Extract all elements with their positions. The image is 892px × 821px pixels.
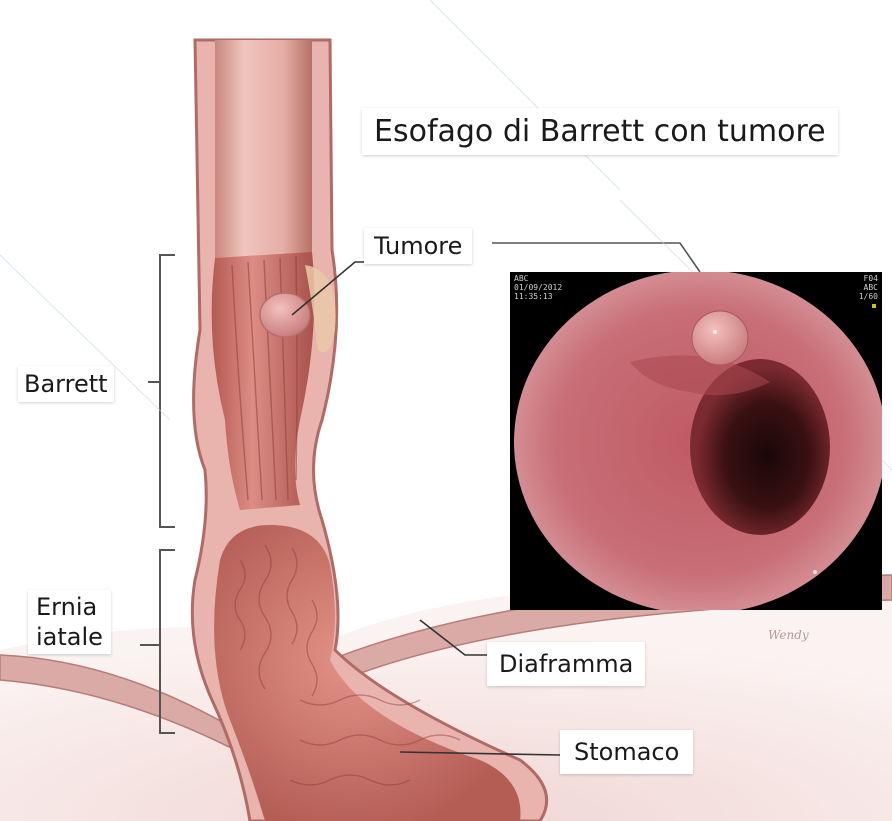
- endoscopy-view: [510, 272, 882, 610]
- normal-esophagus: [215, 40, 312, 260]
- mucosa-highlight: [813, 570, 817, 574]
- endoscopy-info-left: ABC 01/09/2012 11:35:13: [514, 274, 562, 301]
- osd-left-line1: ABC: [514, 274, 562, 283]
- barrett-label: Barrett: [18, 366, 114, 402]
- osd-left-line3: 11:35:13: [514, 292, 562, 301]
- tumore-label: Tumore: [364, 228, 472, 264]
- endoscopy-image: ABC 01/09/2012 11:35:13 F04 ABC 1/60: [510, 272, 882, 610]
- ernia-iatale-label: Ernia iatale: [28, 590, 111, 654]
- polyp-highlight: [713, 330, 717, 334]
- osd-right-line1: F04: [859, 274, 878, 283]
- osd-left-line2: 01/09/2012: [514, 283, 562, 292]
- osd-indicator: [872, 304, 876, 308]
- osd-right-line3: 1/60: [859, 292, 878, 301]
- barrett-bracket: [148, 255, 175, 527]
- artist-signature: Wendy: [768, 628, 809, 642]
- ernia-label-line2: iatale: [36, 622, 103, 652]
- diagram-title: Esofago di Barrett con tumore: [362, 108, 838, 155]
- endoscopy-leader-line: [492, 243, 700, 272]
- stomaco-label: Stomaco: [560, 730, 693, 774]
- tumor-mass: [260, 293, 310, 337]
- ernia-label-line1: Ernia: [36, 592, 103, 622]
- tumor-polyp: [692, 311, 748, 365]
- endoscopy-info-right: F04 ABC 1/60: [859, 274, 878, 301]
- diaframma-label: Diaframma: [487, 642, 645, 686]
- osd-right-line2: ABC: [859, 283, 878, 292]
